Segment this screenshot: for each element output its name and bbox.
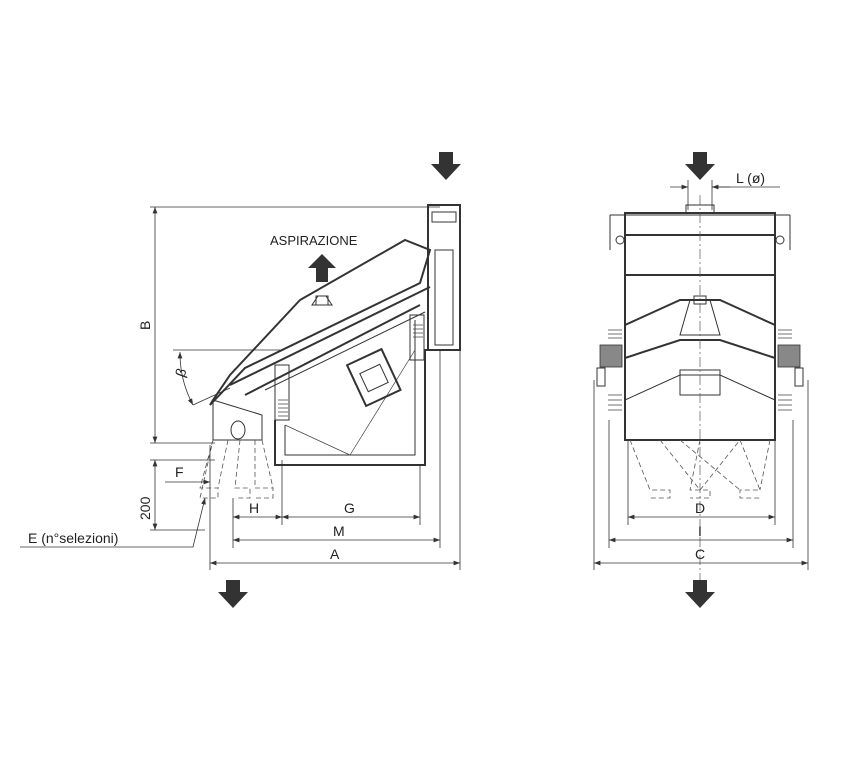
- screener-side-body: [199, 204, 461, 499]
- dimension-H: H: [249, 500, 259, 516]
- vibration-motor: [345, 347, 402, 408]
- dimension-B: B: [137, 321, 153, 330]
- suction-arrow-icon: [308, 254, 336, 282]
- dimension-G: G: [344, 500, 355, 516]
- inlet-diameter-label: L (ø): [736, 170, 765, 186]
- front-view: L (ø) D I C: [593, 152, 809, 608]
- inlet-arrow-icon: [685, 152, 715, 180]
- dimension-F: F: [175, 464, 184, 480]
- outlet-arrow-icon: [218, 580, 248, 608]
- dimension-D: D: [695, 500, 705, 516]
- suction-label: ASPIRAZIONE: [270, 233, 358, 248]
- inlet-arrow-icon: [431, 152, 461, 180]
- dimension-I: I: [698, 523, 702, 539]
- dimension-M: M: [333, 523, 345, 539]
- outlet-arrow-icon: [685, 580, 715, 608]
- dimension-200: 200: [137, 496, 153, 520]
- dimension-C: C: [695, 546, 705, 562]
- dimension-A: A: [330, 546, 340, 562]
- outlets-label: E (n°selezioni): [28, 530, 118, 546]
- side-view: ASPIRAZIONE: [20, 152, 461, 608]
